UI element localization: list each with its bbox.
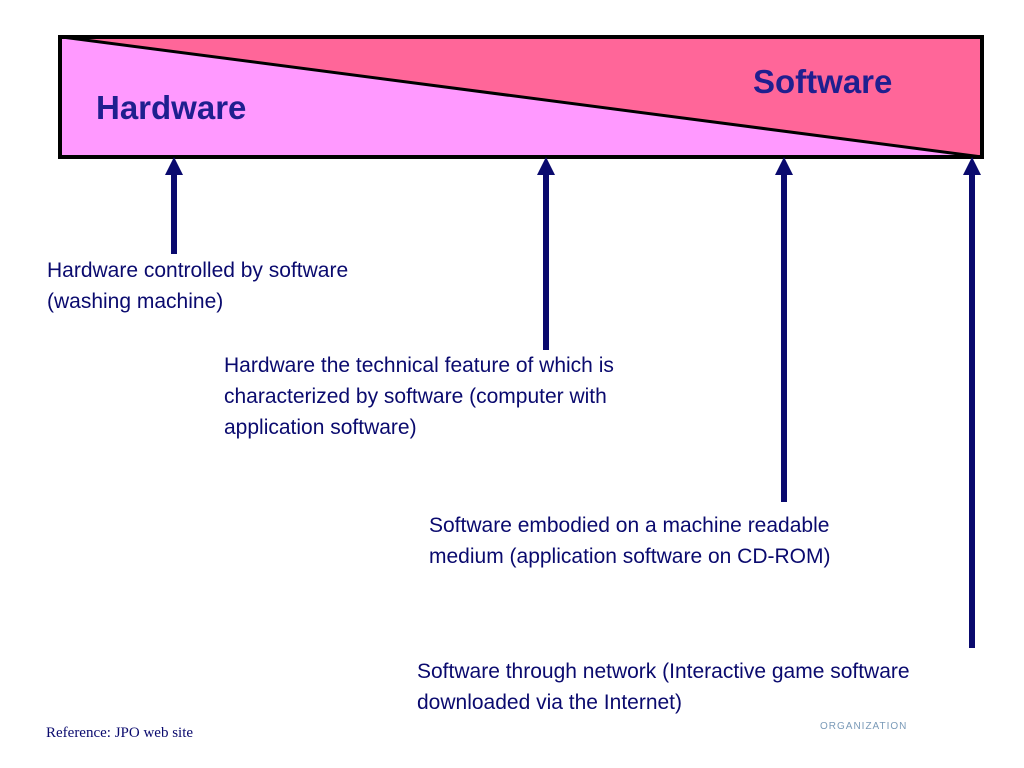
band-border: [58, 35, 984, 159]
hardware-label: Hardware: [96, 89, 247, 126]
arrow-1: [165, 157, 183, 254]
item-2-line-1: Hardware the technical feature of which …: [224, 354, 614, 377]
item-label-3: Software embodied on a machine readable …: [429, 510, 830, 572]
item-3-line-2: medium (application software on CD-ROM): [429, 545, 831, 568]
item-label-1: Hardware controlled by software (washing…: [47, 255, 348, 317]
reference-note: Reference: JPO web site: [46, 725, 194, 741]
item-label-4: Software through network (Interactive ga…: [417, 656, 910, 718]
organization-watermark: ORGANIZATION: [820, 721, 908, 732]
arrow-2: [537, 157, 555, 350]
arrow-4: [963, 157, 981, 648]
item-1-line-1: Hardware controlled by software: [47, 259, 349, 282]
item-3-line-1: Software embodied on a machine readable: [429, 514, 830, 537]
item-1-line-2: (washing machine): [47, 290, 224, 313]
item-4-line-1: Software through network (Interactive ga…: [417, 660, 910, 683]
software-label: Software: [753, 63, 893, 100]
item-4-line-2: downloaded via the Internet): [417, 691, 683, 714]
arrow-3: [775, 157, 793, 502]
item-2-line-3: application software): [224, 416, 417, 439]
divider-line: [61, 35, 983, 159]
item-label-2: Hardware the technical feature of which …: [224, 350, 614, 443]
item-2-line-2: characterized by software (computer with: [224, 385, 607, 408]
